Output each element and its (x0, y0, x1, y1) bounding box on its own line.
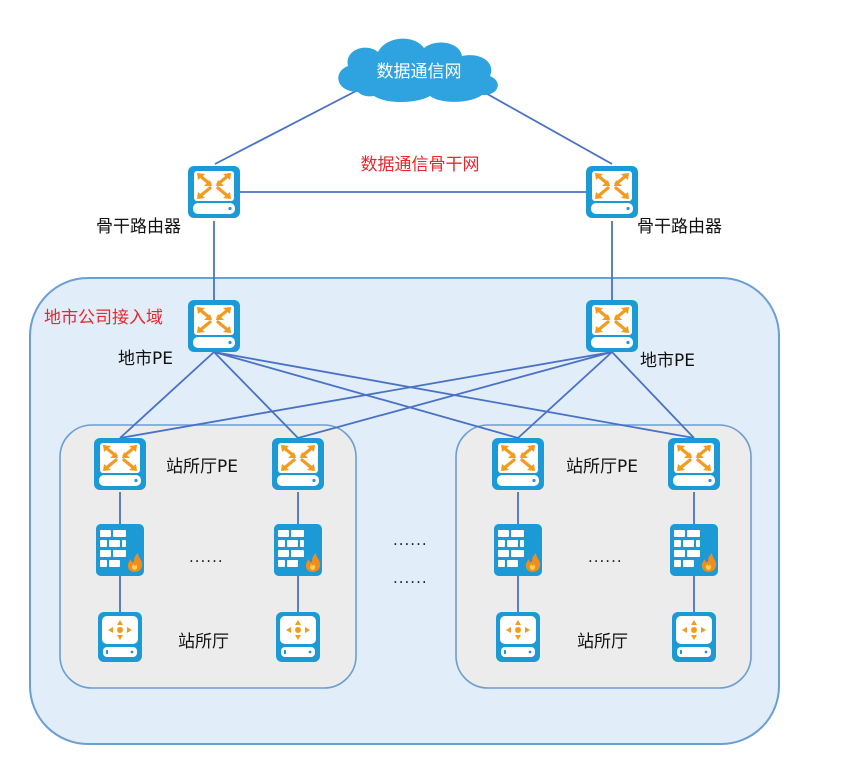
station-pe-3-icon (490, 436, 546, 492)
ellipsis-left: ...... (189, 548, 224, 566)
station-pe-left-label: 站所厅PE (166, 457, 238, 477)
network-links (119, 90, 695, 612)
station-pe-4-icon (666, 436, 722, 492)
ellipsis-center-bottom: ...... (393, 569, 428, 587)
station-left-label: 站所厅 (178, 632, 229, 652)
backbone-router-left-icon (186, 164, 242, 220)
city-pe-left-icon (186, 298, 242, 354)
city-pe-left-label: 地市PE (118, 349, 173, 369)
firewall-3-icon (494, 524, 542, 576)
access-domain-label: 地市公司接入域 (44, 308, 163, 328)
backbone-label: 数据通信骨干网 (361, 155, 480, 175)
firewall-2-icon (274, 524, 322, 576)
cloud-icon (338, 38, 498, 102)
link-cityr-s4 (611, 351, 695, 439)
link-cityl-s1 (119, 351, 215, 439)
station-terminal-4-icon (672, 612, 716, 662)
link-cityr-s3 (517, 351, 613, 439)
backbone-router-right-label: 骨干路由器 (637, 217, 722, 237)
backbone-router-left-label: 骨干路由器 (96, 217, 181, 237)
ellipsis-center-top: ...... (393, 531, 428, 549)
station-pe-right-label: 站所厅PE (566, 457, 638, 477)
city-pe-right-label: 地市PE (640, 351, 695, 371)
firewall-1-icon (96, 524, 144, 576)
link-cityr-s2 (297, 351, 613, 439)
city-pe-right-icon (584, 298, 640, 354)
firewall-4-icon (670, 524, 718, 576)
ellipsis-right: ...... (588, 548, 623, 566)
link-cloud-backbone-right (481, 90, 613, 165)
station-pe-1-icon (92, 436, 148, 492)
station-terminal-3-icon (496, 612, 540, 662)
cloud-label: 数据通信网 (377, 62, 462, 82)
station-terminal-1-icon (98, 612, 142, 662)
station-right-label: 站所厅 (577, 632, 628, 652)
backbone-router-right-icon (584, 164, 640, 220)
link-cityr-s1 (119, 351, 613, 439)
link-cloud-backbone-left (214, 90, 357, 165)
station-pe-2-icon (270, 436, 326, 492)
station-terminal-2-icon (276, 612, 320, 662)
link-cityl-s2 (213, 351, 299, 439)
